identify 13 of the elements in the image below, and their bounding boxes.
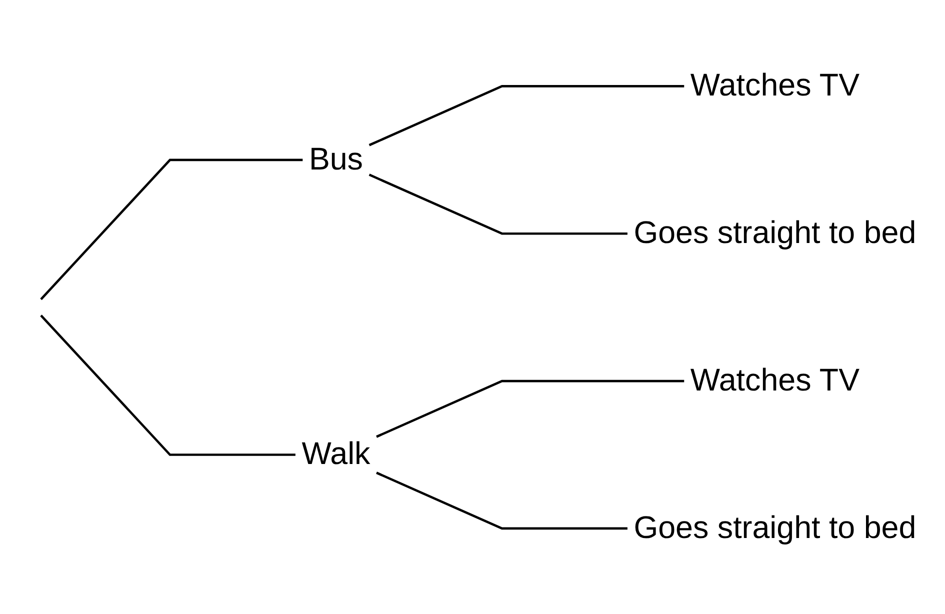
node-text: Watches TV (690, 363, 860, 398)
tree-branch (368, 84, 684, 146)
tree-branch (40, 314, 296, 456)
tree-branch (368, 173, 628, 234)
node-text: Watches TV (690, 68, 860, 104)
tree-branch (40, 158, 303, 300)
node-text: Goes straight to bed (634, 216, 916, 251)
node-text: Goes straight to bed (634, 510, 916, 546)
node-text: Bus (308, 142, 363, 177)
tree-branch (376, 380, 684, 438)
tree-branch (376, 471, 628, 530)
tree-diagram: Bus Walk Watches TV Goes straight to bed Watches TV Goes straight to bed (10, 46, 935, 568)
node-text: Walk (302, 437, 370, 472)
